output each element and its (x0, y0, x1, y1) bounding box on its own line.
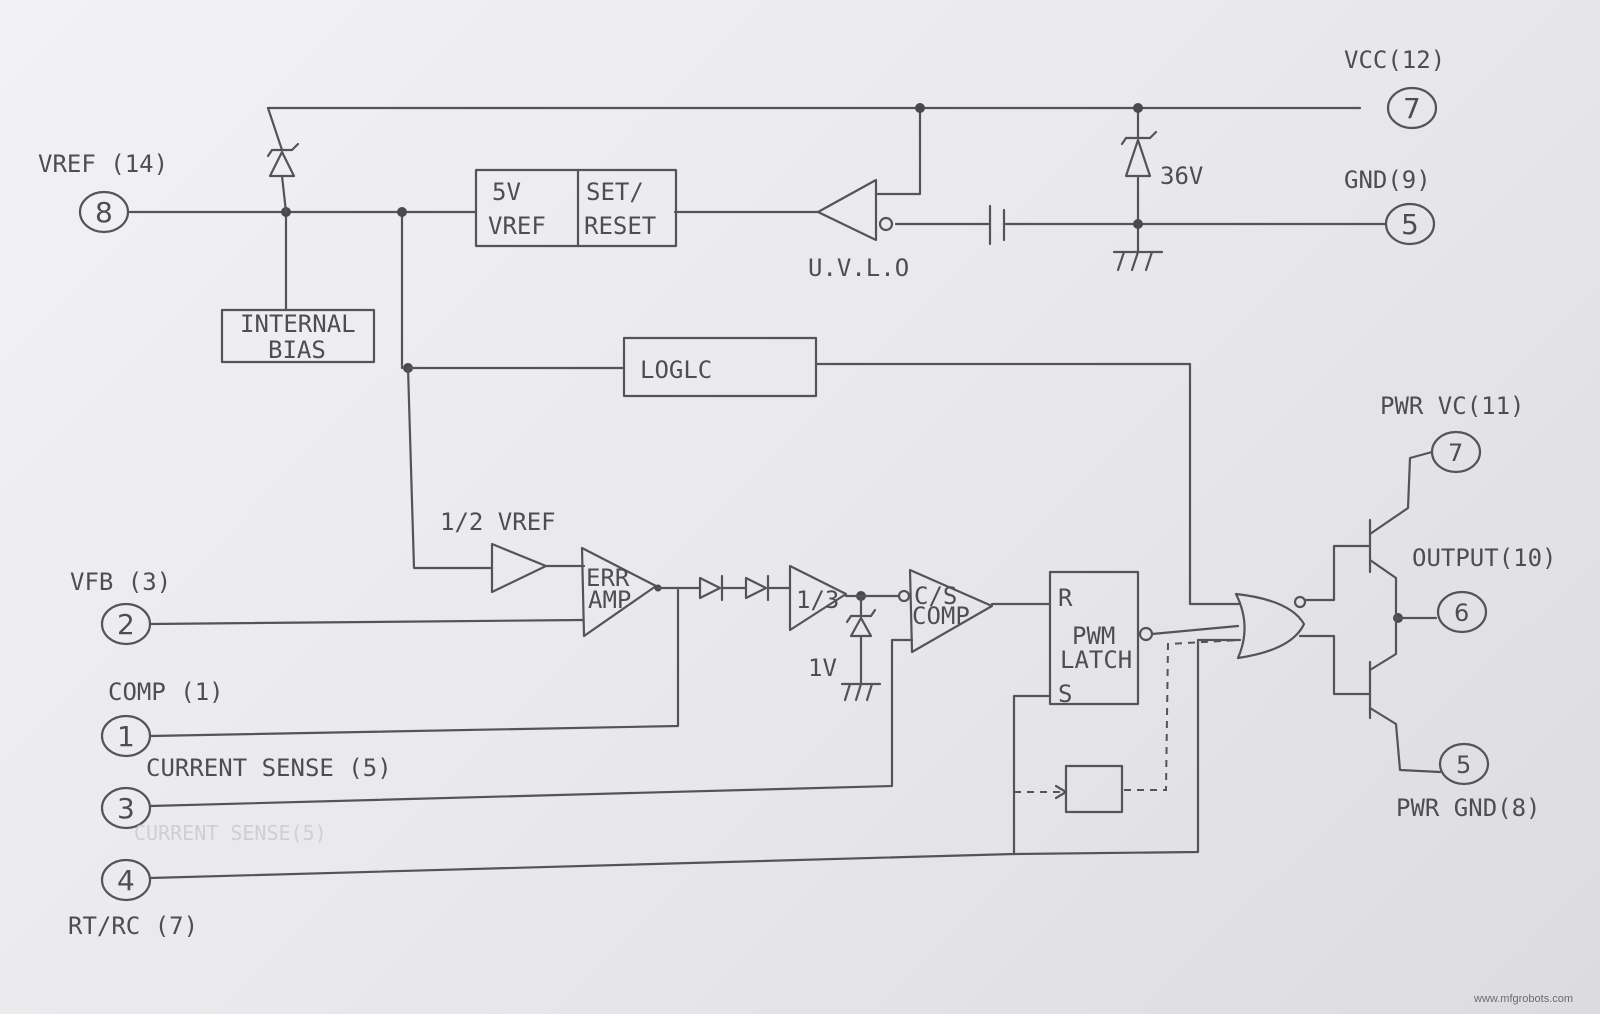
pin-comp-number: 1 (117, 720, 135, 753)
pin-gnd-number: 5 (1401, 208, 1419, 241)
cs-comparator (148, 568, 1052, 808)
divide-by-3-buffer (788, 564, 848, 632)
pin-current-sense-circle[interactable] (100, 786, 152, 830)
err-amp-line2: AMP (588, 586, 631, 614)
zener-diode-vref (266, 142, 300, 214)
pin-output-circle[interactable] (1436, 590, 1488, 634)
pin-rt-ct-number: 4 (117, 864, 135, 897)
pin-pwr-vc-label: PWR VC(11) (1380, 392, 1525, 420)
pin-rt-ct-label: RT/RC (7) (68, 912, 198, 940)
pin-circles (78, 86, 1490, 902)
pin-vref-circle[interactable] (78, 190, 130, 234)
latch-output-bubble (1138, 626, 1154, 642)
internal-bias-block (220, 308, 376, 364)
series-diodes (698, 574, 792, 602)
set-label: SET/ (586, 178, 644, 206)
pin-current-sense-label: CURRENT SENSE (5) (146, 754, 392, 782)
pin-current-sense-number: 3 (117, 792, 135, 825)
vref-block-label: VREF (488, 212, 546, 240)
faint-erased-text: CURRENT SENSE(5) (134, 821, 327, 845)
pin-output-label: OUTPUT(10) (1412, 544, 1557, 572)
logic-label: LOGLC (640, 356, 712, 384)
latch-r-label: R (1058, 584, 1073, 612)
pin-vref-label: VREF (14) (38, 150, 168, 178)
capacitor (988, 204, 1006, 246)
pwm-label: PWM (1072, 622, 1115, 650)
reset-label: RESET (584, 212, 656, 240)
div3-label: 1/3 (796, 586, 839, 614)
latch-label: LATCH (1060, 646, 1132, 674)
ground-symbol-top (1112, 250, 1164, 272)
pin-gnd-circle[interactable] (1384, 202, 1436, 246)
uvlo-buffer (816, 178, 894, 242)
logic-wires (406, 362, 1242, 606)
error-amplifier (580, 546, 658, 638)
vref-set-reset-block (474, 168, 678, 248)
pin-pwr-vc-circle[interactable] (1430, 430, 1482, 474)
zener-diode-36v (1120, 130, 1158, 178)
half-vref-buffer (406, 366, 586, 594)
pin-comp-label: COMP (1) (108, 678, 224, 706)
vref-5v-label: 5V (492, 178, 521, 206)
clamp-zener-1v (840, 594, 900, 702)
pin-vref-number: 8 (95, 196, 113, 229)
latch-s-label: S (1058, 680, 1072, 708)
feedback-wires (148, 586, 702, 738)
pin-rt-ct-circle[interactable] (100, 858, 152, 902)
pin-vcc-label: VCC(12) (1344, 46, 1445, 74)
output-transistors (1368, 450, 1442, 774)
pwm-latch-block (1048, 570, 1140, 706)
oscillator-wires (148, 638, 1242, 880)
pin-output-number: 6 (1454, 599, 1469, 627)
pin-pwr-vc-number: 7 (1448, 439, 1463, 467)
pin-gnd-label: GND(9) (1344, 166, 1431, 194)
err-amp-line1: ERR (586, 564, 630, 592)
pin-vfb-number: 2 (117, 608, 135, 641)
watermark: www.mfgrobots.com (1473, 993, 1573, 1005)
pin-pwr-gnd-number: 5 (1456, 751, 1471, 779)
pin-vcc-number: 7 (1403, 92, 1421, 125)
junction-dots (281, 103, 1403, 623)
internal-bias-line1: INTERNAL (240, 310, 356, 338)
pin-pwr-gnd-label: PWR GND(8) (1396, 794, 1541, 822)
internal-bias-line2: BIAS (268, 336, 326, 364)
pin-pwr-gnd-circle[interactable] (1438, 742, 1490, 786)
pin-vcc-circle[interactable] (1386, 86, 1438, 130)
cs-comp-line1: C/S (914, 582, 957, 610)
cs-comp-line2: COMP (912, 602, 970, 630)
zener-36v-label: 36V (1160, 162, 1203, 190)
oscillator-block (1064, 764, 1124, 814)
pin-comp-circle[interactable] (100, 714, 152, 758)
pin-vfb-label: VFB (3) (70, 568, 171, 596)
logic-block (622, 336, 818, 398)
clamp-1v-label: 1V (808, 654, 837, 682)
uvlo-label: U.V.L.O (808, 254, 909, 282)
half-vref-label: 1/2 VREF (440, 508, 556, 536)
nor-gate (1150, 544, 1372, 696)
pin-vfb-circle[interactable] (100, 602, 152, 646)
